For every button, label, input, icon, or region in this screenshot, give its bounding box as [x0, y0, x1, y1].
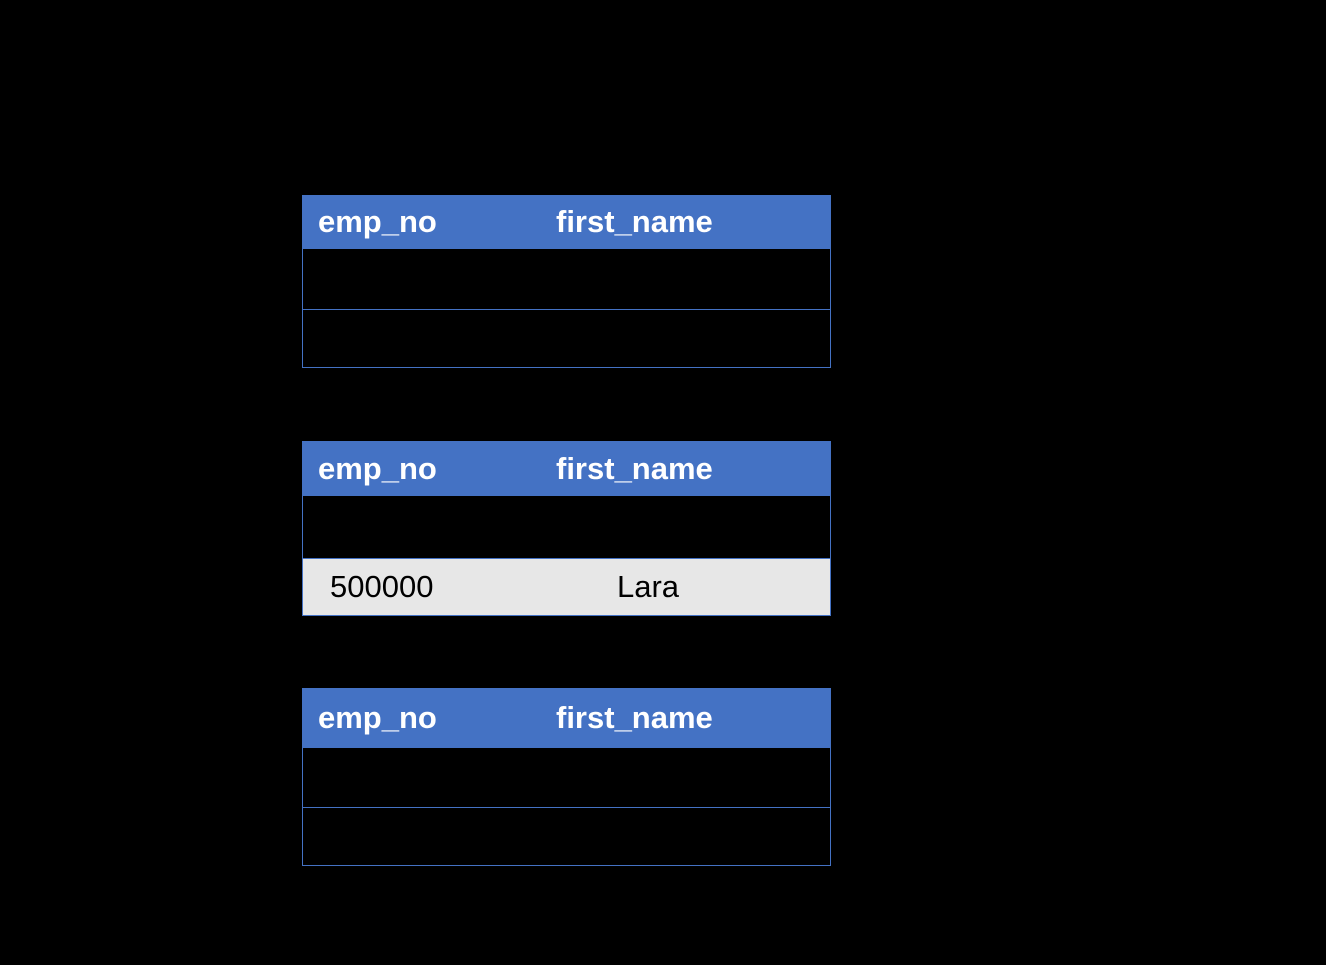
table-2-header-emp-no: emp_no — [318, 441, 437, 496]
table-3-header-first-name: first_name — [556, 688, 713, 748]
table-2-row-2-first-name-value: Lara — [617, 569, 680, 604]
table-row[interactable] — [302, 496, 831, 559]
result-table-3: emp_no first_name — [302, 688, 831, 866]
table-2-row-2-emp-no-value: 500000 — [330, 569, 434, 604]
table-row[interactable] — [302, 808, 831, 866]
table-row[interactable] — [302, 310, 831, 368]
table-1-header-first-name-label: first_name — [556, 204, 713, 239]
table-1-header-emp-no: emp_no — [318, 195, 437, 249]
table-row-highlighted[interactable]: 500000 Lara — [302, 559, 831, 616]
table-2-header-emp-no-label: emp_no — [318, 450, 437, 486]
table-row[interactable] — [302, 748, 831, 808]
table-3-header-emp-no-label: emp_no — [318, 700, 437, 735]
table-row[interactable] — [302, 249, 831, 310]
table-2-header-first-name-label: first_name — [556, 450, 713, 486]
table-2-header-row: emp_no first_name — [302, 441, 831, 496]
table-2-row-2-first-name: Lara — [617, 559, 679, 615]
table-1-header-emp-no-label: emp_no — [318, 204, 437, 239]
table-3-header-emp-no: emp_no — [318, 688, 437, 748]
table-3-header-row: emp_no first_name — [302, 688, 831, 748]
table-1-header-row: emp_no first_name — [302, 195, 831, 249]
table-2-header-first-name: first_name — [556, 441, 713, 496]
result-table-2: emp_no first_name 500000 Lara — [302, 441, 831, 616]
table-1-header-first-name: first_name — [556, 195, 713, 249]
result-table-1: emp_no first_name — [302, 195, 831, 368]
table-2-row-2-emp-no: 500000 — [330, 559, 433, 615]
table-3-header-first-name-label: first_name — [556, 700, 713, 735]
